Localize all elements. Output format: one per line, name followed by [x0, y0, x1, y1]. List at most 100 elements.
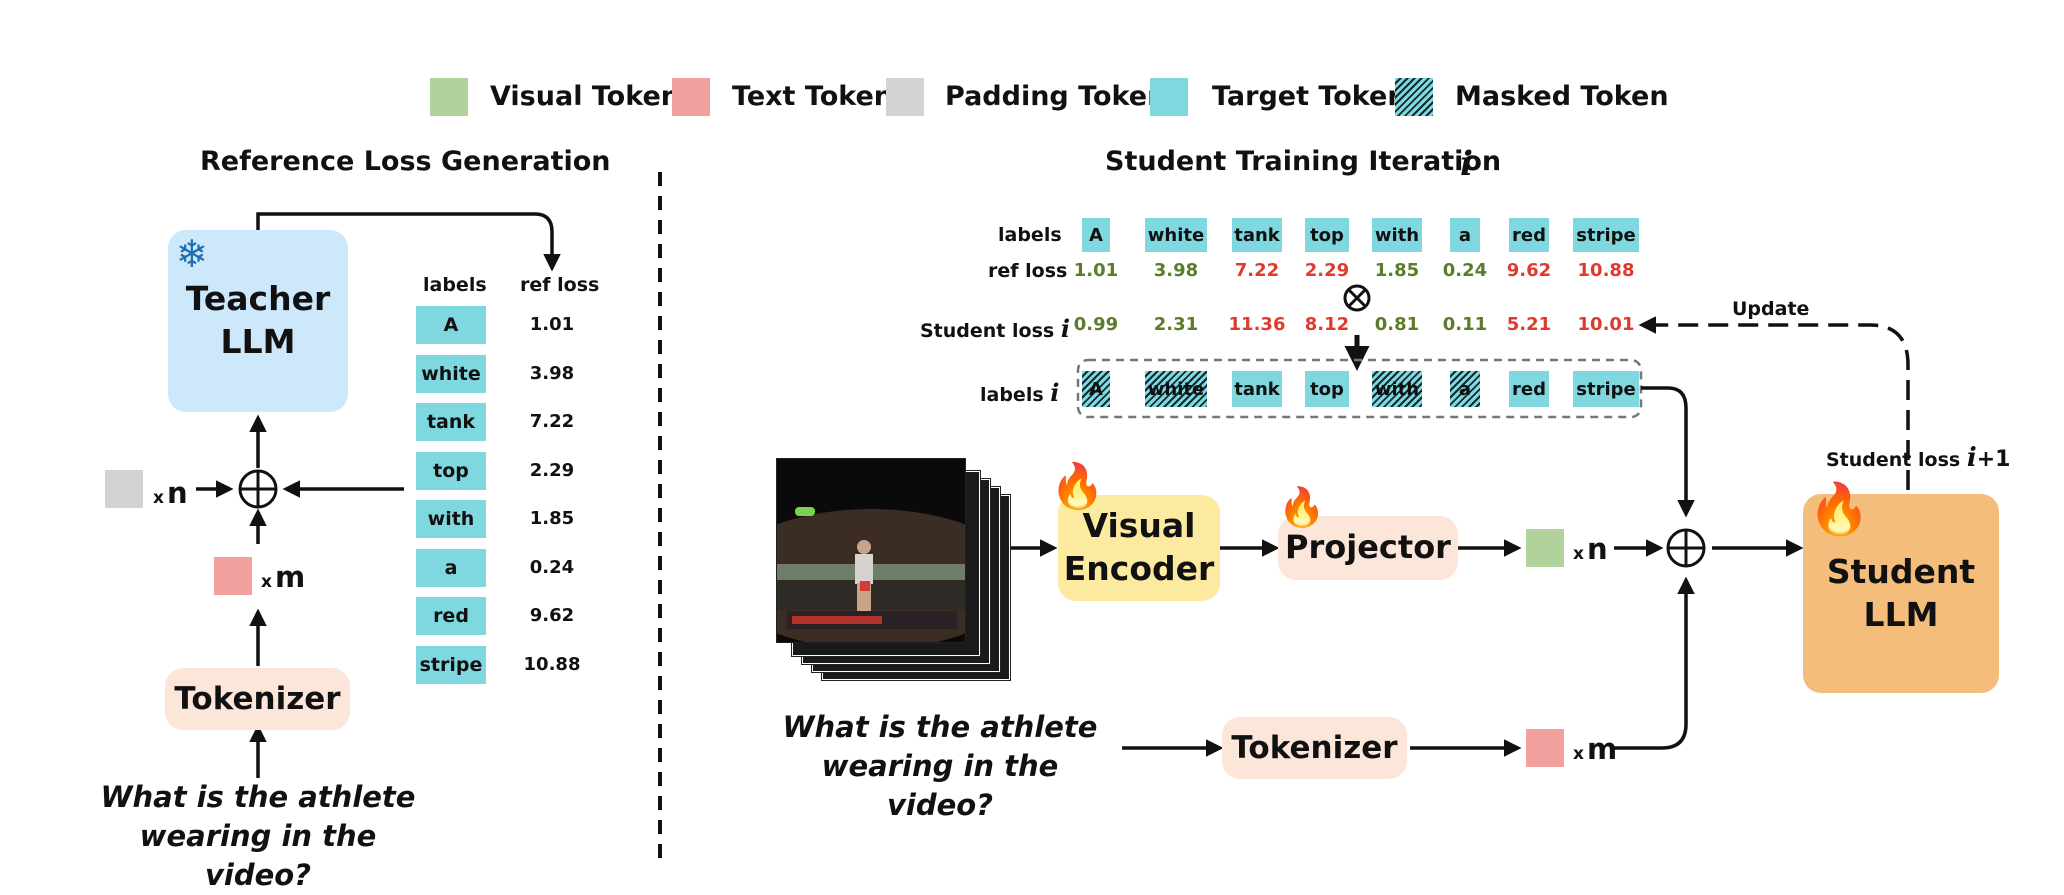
right-student-row-title: Student loss i: [920, 314, 1070, 343]
left-x-n-x: x: [153, 488, 164, 508]
target-label-token: tank: [1232, 371, 1282, 407]
masked-label-token: with: [1372, 371, 1422, 407]
left-ref-loss-value: 1.85: [529, 508, 575, 529]
right-ref-row-title: ref loss: [988, 260, 1068, 282]
left-label-token: red: [416, 597, 486, 635]
right-ref-loss-value: 3.98: [1153, 260, 1199, 281]
right-student-loss-value: 0.11: [1442, 314, 1488, 335]
right-x-n-n: n: [1586, 532, 1608, 566]
masked-label-token: a: [1450, 371, 1480, 407]
right-x-m-m: m: [1586, 732, 1618, 766]
target-label-token: top: [1305, 371, 1349, 407]
right-question: What is the athlete wearing in the video…: [782, 710, 1098, 823]
legend-masked-label: Masked Token: [1455, 81, 1669, 112]
right-label-token: a: [1450, 218, 1480, 252]
fire-icon-projector: 🔥: [1278, 485, 1326, 529]
visual-token-right: [1526, 529, 1564, 567]
labels-i-iter: i: [1050, 378, 1060, 407]
student-loss-next-iter: i: [1966, 443, 1977, 473]
left-ref-loss-header: ref loss: [520, 274, 600, 296]
student-loss-iter: i: [1060, 314, 1070, 343]
left-label-token: top: [416, 451, 486, 490]
left-ref-loss-value: 9.62: [529, 605, 575, 626]
labels-i-label: labels: [980, 384, 1044, 406]
left-ref-loss-value: 7.22: [529, 411, 575, 432]
left-ref-loss-value: 2.29: [529, 459, 575, 481]
left-ref-loss-value: 10.88: [523, 653, 581, 675]
fire-icon-encoder: 🔥: [1050, 461, 1105, 512]
student-loss-label: Student loss: [920, 320, 1055, 342]
legend-target-label: Target Token: [1212, 81, 1407, 112]
text-token-left: [214, 557, 252, 595]
legend-visual-swatch: [430, 78, 468, 116]
left-panel-title: Reference Loss Generation: [200, 146, 611, 177]
iteration-symbol: i: [1460, 144, 1473, 184]
right-ref-loss-value: 10.88: [1577, 260, 1635, 281]
legend-padding-label: Padding Token: [945, 81, 1167, 112]
right-label-token: with: [1372, 218, 1422, 252]
right-panel-title: Student Training Iteration: [1105, 146, 1502, 177]
right-label-token: tank: [1232, 218, 1282, 252]
student-loss-next: Student loss i+1: [1826, 443, 2010, 473]
right-label-token: stripe: [1573, 218, 1639, 252]
text-token-right: [1526, 729, 1564, 767]
masked-label-token: A: [1082, 371, 1110, 407]
legend-text-swatch: [672, 78, 710, 116]
left-x-m-x: x: [261, 572, 272, 592]
right-labels-i-title: labels i: [980, 378, 1059, 407]
right-student-loss-value: 0.81: [1374, 314, 1420, 335]
right-x-m-x: x: [1573, 744, 1584, 764]
target-label-token: red: [1509, 371, 1549, 407]
left-x-m-m: m: [274, 560, 306, 594]
student-loss-next-label: Student loss: [1826, 449, 1961, 471]
right-tokenizer-box: Tokenizer: [1222, 717, 1407, 779]
left-label-token: a: [416, 548, 486, 587]
connector-lines: [196, 172, 1910, 860]
right-ref-loss-value: 9.62: [1506, 260, 1552, 281]
left-label-token: with: [416, 500, 486, 538]
left-label-token: stripe: [416, 645, 486, 684]
right-ref-loss-value: 2.29: [1304, 260, 1350, 281]
teacher-llm-box: Teacher LLM: [168, 230, 348, 412]
student-loss-next-plus: +1: [1976, 447, 2011, 472]
projector-box: Projector: [1278, 516, 1458, 580]
right-tokenizer-label: Tokenizer: [1231, 729, 1398, 766]
right-label-token: top: [1305, 218, 1349, 252]
legend-padding-swatch: [886, 78, 924, 116]
legend-visual-label: Visual Token: [490, 81, 680, 112]
right-student-loss-value: 8.12: [1304, 314, 1350, 335]
masked-label-token: white: [1145, 371, 1207, 407]
legend-target-swatch: [1150, 78, 1188, 116]
right-student-loss-value: 11.36: [1228, 314, 1286, 335]
right-x-n-x: x: [1573, 544, 1584, 564]
right-ref-loss-value: 1.85: [1374, 260, 1420, 281]
teacher-llm-label: Teacher LLM: [185, 279, 331, 361]
projector-label: Projector: [1285, 528, 1451, 567]
left-ref-loss-value: 0.24: [529, 556, 575, 578]
target-label-token: stripe: [1573, 371, 1639, 407]
video-frame-front: [776, 458, 966, 643]
right-student-loss-value: 10.01: [1577, 314, 1635, 335]
visual-encoder-box: Visual Encoder: [1058, 495, 1220, 601]
right-student-loss-value: 5.21: [1506, 314, 1552, 335]
left-label-token: A: [416, 306, 486, 344]
right-label-token: A: [1082, 218, 1110, 252]
left-question: What is the athlete wearing in the video…: [100, 780, 416, 893]
right-label-token: red: [1509, 218, 1549, 252]
right-student-loss-value: 0.99: [1073, 314, 1119, 335]
visual-encoder-label: Visual Encoder: [1063, 506, 1215, 588]
right-student-loss-value: 2.31: [1153, 314, 1199, 335]
left-labels-header: labels: [423, 274, 487, 296]
left-ref-loss-value: 1.01: [529, 314, 575, 335]
left-tokenizer-box: Tokenizer: [165, 668, 350, 730]
right-label-token: white: [1145, 218, 1207, 252]
right-labels-row-title: labels: [998, 224, 1062, 246]
fire-icon-student: 🔥: [1808, 480, 1871, 538]
left-label-token: white: [416, 354, 486, 393]
student-llm-box: Student LLM: [1803, 494, 1999, 693]
left-tokenizer-label: Tokenizer: [174, 680, 341, 717]
